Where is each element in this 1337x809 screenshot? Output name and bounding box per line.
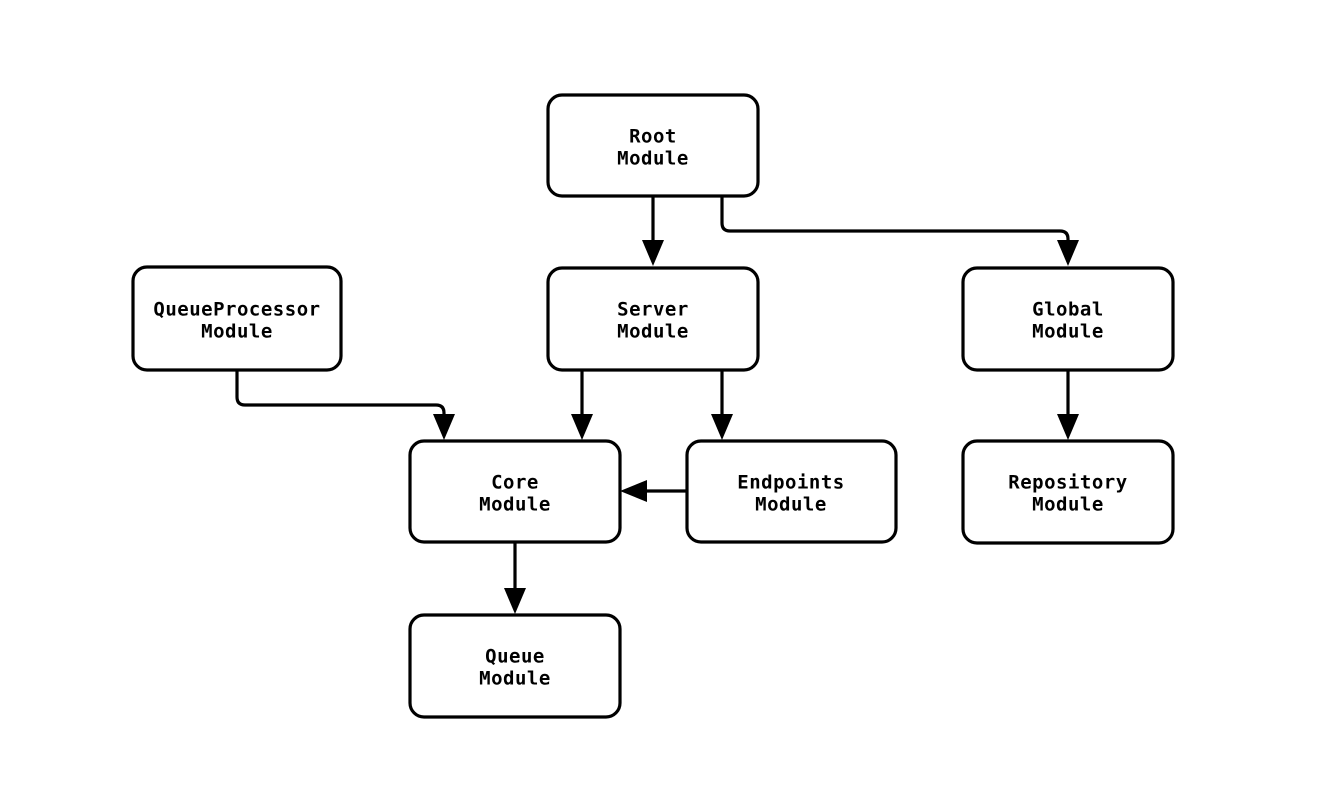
node-global-module-label-line1: Global <box>1032 299 1104 321</box>
edge-root-to-global-line <box>720 196 1070 247</box>
node-core-module-box[interactable] <box>408 439 622 544</box>
node-repository-module[interactable]: Repository Module <box>961 439 1175 545</box>
node-endpoints-module-box[interactable] <box>685 439 898 544</box>
node-endpoints-module-label-line2: Module <box>755 494 827 516</box>
edge-layer <box>235 196 1079 614</box>
edge-queueprocessor-to-core <box>235 370 455 440</box>
node-queueprocessor-module[interactable]: QueueProcessor Module <box>131 265 343 372</box>
node-layer: Root Module QueueProcessor Module Server… <box>131 93 1175 719</box>
node-global-module-box[interactable] <box>961 266 1175 372</box>
node-global-module[interactable]: Global Module <box>961 266 1175 372</box>
edge-queueprocessor-to-core-line <box>235 370 446 420</box>
node-root-module-box[interactable] <box>546 93 760 198</box>
edge-endpoints-to-core <box>620 480 687 502</box>
node-repository-module-label-line1: Repository <box>1008 472 1127 494</box>
node-root-module-label-line2: Module <box>617 148 689 170</box>
edge-global-to-repository-arrowhead <box>1057 414 1079 440</box>
node-server-module-label-line2: Module <box>617 321 689 343</box>
edge-endpoints-to-core-arrowhead <box>620 480 647 502</box>
node-queue-module-label-line1: Queue <box>485 646 545 668</box>
node-endpoints-module[interactable]: Endpoints Module <box>685 439 898 544</box>
node-repository-module-label-line2: Module <box>1032 494 1104 516</box>
node-server-module[interactable]: Server Module <box>546 266 760 372</box>
node-repository-module-box[interactable] <box>961 439 1175 545</box>
node-core-module-label-line2: Module <box>479 494 551 516</box>
node-queue-module-box[interactable] <box>408 613 622 719</box>
node-queueprocessor-module-label-line1: QueueProcessor <box>153 299 320 321</box>
node-root-module-label-line1: Root <box>629 126 677 148</box>
edge-core-to-queue-arrowhead <box>504 588 526 614</box>
node-server-module-label-line1: Server <box>617 299 689 321</box>
node-server-module-box[interactable] <box>546 266 760 372</box>
edge-server-to-endpoints <box>711 370 733 440</box>
node-queueprocessor-module-box[interactable] <box>131 265 343 372</box>
edge-root-to-global <box>720 196 1079 266</box>
edge-server-to-core-arrowhead <box>571 414 593 440</box>
node-core-module[interactable]: Core Module <box>408 439 622 544</box>
edge-core-to-queue <box>504 542 526 614</box>
edge-root-to-server-arrowhead <box>642 240 664 266</box>
node-queueprocessor-module-label-line2: Module <box>201 321 273 343</box>
node-queue-module[interactable]: Queue Module <box>408 613 622 719</box>
edge-root-to-global-arrowhead <box>1057 240 1079 266</box>
node-queue-module-label-line2: Module <box>479 668 551 690</box>
edge-server-to-core <box>571 370 593 440</box>
node-root-module[interactable]: Root Module <box>546 93 760 198</box>
edge-queueprocessor-to-core-arrowhead <box>433 414 455 440</box>
node-endpoints-module-label-line1: Endpoints <box>737 472 844 494</box>
edge-global-to-repository <box>1057 370 1079 440</box>
node-global-module-label-line2: Module <box>1032 321 1104 343</box>
node-core-module-label-line1: Core <box>491 472 539 494</box>
edge-root-to-server <box>642 196 664 266</box>
edge-server-to-endpoints-arrowhead <box>711 414 733 440</box>
